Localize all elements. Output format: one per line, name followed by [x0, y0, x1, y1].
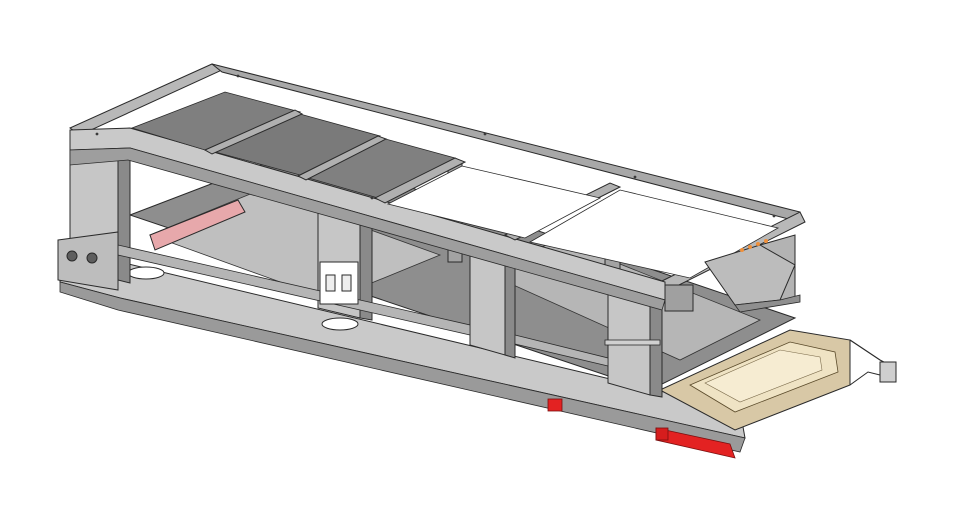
- mid-front-beam-2: [514, 334, 609, 367]
- red-marker-light: [547, 398, 563, 412]
- rail-slot-hole: [321, 317, 359, 331]
- top-open-bay-2: [528, 189, 780, 279]
- end-socket: [86, 252, 98, 264]
- top-deck-panel-1: [130, 91, 302, 151]
- panel-socket-left: [325, 274, 336, 292]
- end-socket: [66, 250, 78, 262]
- electrical-panel: [319, 261, 359, 305]
- red-marker-light: [655, 427, 669, 441]
- rear-hitch-brace: [849, 371, 881, 386]
- front-side-rail-lower-face: [59, 281, 746, 453]
- cream-insert-inner: [704, 349, 823, 403]
- orange-bolt-dots: [740, 239, 768, 252]
- junction-box: [664, 284, 694, 312]
- bolt-markers: [95, 74, 776, 218]
- highlighted-crossmember: [149, 199, 246, 251]
- post-bracket: [604, 339, 661, 346]
- panel-socket-right: [341, 274, 352, 292]
- top-open-bay-1: [386, 165, 602, 239]
- rear-hitch-block: [879, 361, 897, 383]
- top-front-long-beam-face: [69, 147, 666, 311]
- rear-hopper-face: [734, 294, 801, 313]
- rail-slot-hole: [127, 266, 165, 280]
